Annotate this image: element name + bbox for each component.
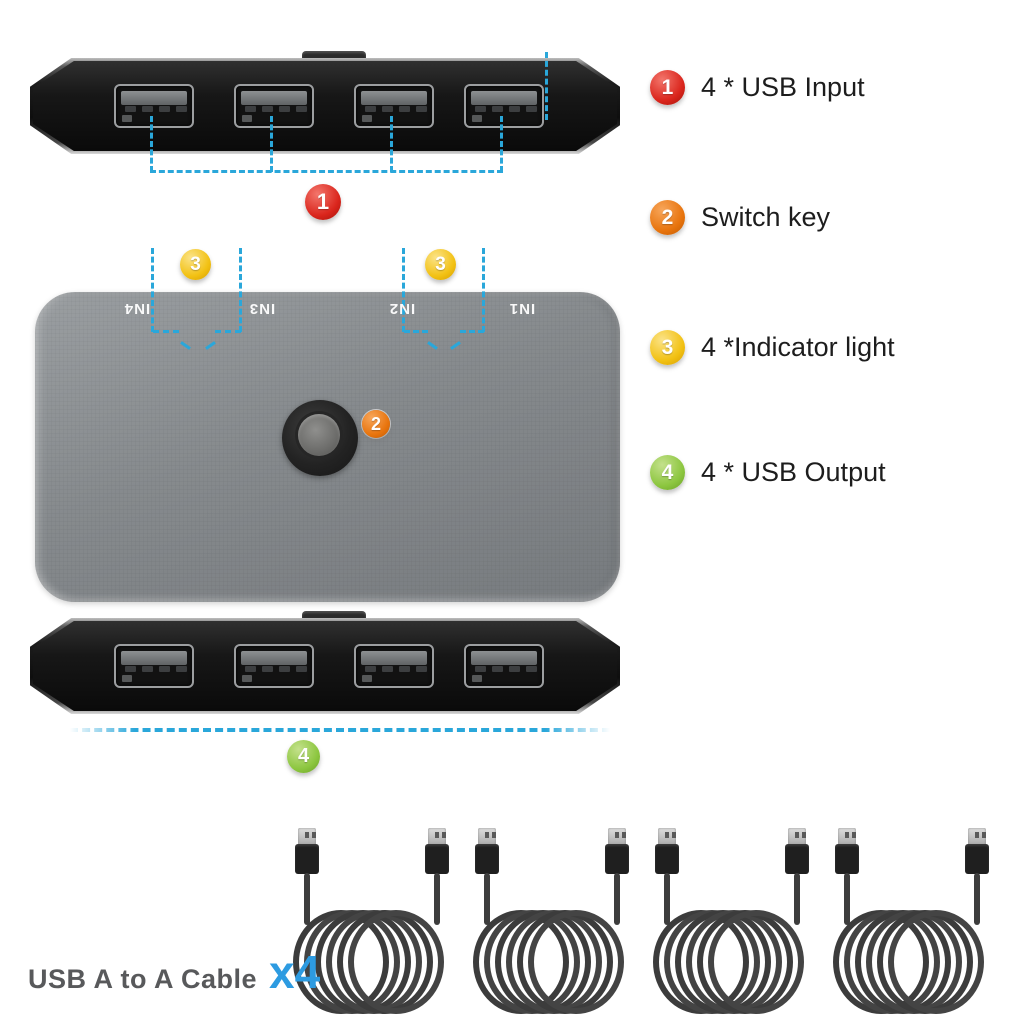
legend-item-indicator-light: 3 4 *Indicator light bbox=[650, 330, 895, 365]
legend-item-switch-key: 2 Switch key bbox=[650, 200, 830, 235]
port-label-in2: IN2 bbox=[388, 300, 416, 317]
callout-line bbox=[545, 52, 548, 120]
callout-line bbox=[404, 330, 428, 333]
usb-port bbox=[354, 644, 434, 688]
cable-cord bbox=[434, 873, 440, 925]
usb-hub-front-view-output bbox=[30, 611, 620, 714]
usb-port bbox=[464, 644, 544, 688]
cable-section-label: USB A to A Cable bbox=[28, 964, 258, 994]
callout-line bbox=[270, 116, 273, 172]
usb-port bbox=[234, 84, 314, 128]
callout-line bbox=[239, 248, 242, 332]
callout-badge-4: 4 bbox=[287, 740, 320, 773]
port-label-in4: IN4 bbox=[123, 300, 151, 317]
callout-badge-3-right: 3 bbox=[425, 249, 456, 280]
cable-cord bbox=[844, 873, 850, 925]
usb-port bbox=[354, 84, 434, 128]
callout-line bbox=[460, 330, 484, 333]
legend-badge-1: 1 bbox=[650, 70, 685, 105]
cable-cord bbox=[794, 873, 800, 925]
legend-badge-4: 4 bbox=[650, 455, 685, 490]
usb-cable bbox=[825, 828, 999, 1020]
port-label-in3: IN3 bbox=[248, 300, 276, 317]
callout-line bbox=[153, 330, 179, 333]
callout-badge-3-left: 3 bbox=[180, 249, 211, 280]
callout-badge-1: 1 bbox=[305, 184, 341, 220]
cable-quantity: x4 bbox=[269, 946, 321, 998]
usb-cable bbox=[645, 828, 819, 1020]
callout-line bbox=[390, 116, 393, 172]
callout-badge-2: 2 bbox=[362, 410, 390, 438]
legend-label-1: 4 * USB Input bbox=[701, 72, 865, 102]
cable-caption: USB A to A Cable x4 bbox=[28, 945, 320, 999]
legend-item-usb-output: 4 4 * USB Output bbox=[650, 455, 886, 490]
legend-label-2: Switch key bbox=[701, 202, 831, 232]
cable-cord bbox=[974, 873, 980, 925]
callout-line bbox=[151, 248, 154, 332]
usb-port bbox=[114, 644, 194, 688]
usb-hub-front-view-input bbox=[30, 51, 620, 154]
callout-line bbox=[482, 248, 485, 332]
switch-key-button-cap bbox=[298, 414, 340, 456]
legend-badge-2: 2 bbox=[650, 200, 685, 235]
callout-output-line bbox=[70, 728, 610, 732]
usb-switch-top-view: IN4 IN3 IN2 IN1 bbox=[35, 292, 620, 602]
callout-line bbox=[215, 330, 241, 333]
callout-line bbox=[500, 116, 503, 172]
legend-item-usb-input: 1 4 * USB Input bbox=[650, 70, 865, 105]
callout-line bbox=[402, 248, 405, 332]
usb-port bbox=[464, 84, 544, 128]
callout-line bbox=[150, 170, 503, 173]
usb-port bbox=[234, 644, 314, 688]
cable-cord bbox=[304, 873, 310, 925]
callout-line bbox=[150, 116, 153, 172]
usb-cable bbox=[285, 828, 459, 1020]
legend-label-3: 4 *Indicator light bbox=[701, 332, 895, 362]
cable-cord bbox=[614, 873, 620, 925]
legend-label-4: 4 * USB Output bbox=[701, 457, 886, 487]
cable-cord bbox=[664, 873, 670, 925]
port-label-in1: IN1 bbox=[508, 300, 536, 317]
switch-key-button bbox=[282, 400, 358, 476]
usb-cable bbox=[465, 828, 639, 1020]
legend-badge-3: 3 bbox=[650, 330, 685, 365]
cable-cord bbox=[484, 873, 490, 925]
usb-port bbox=[114, 84, 194, 128]
